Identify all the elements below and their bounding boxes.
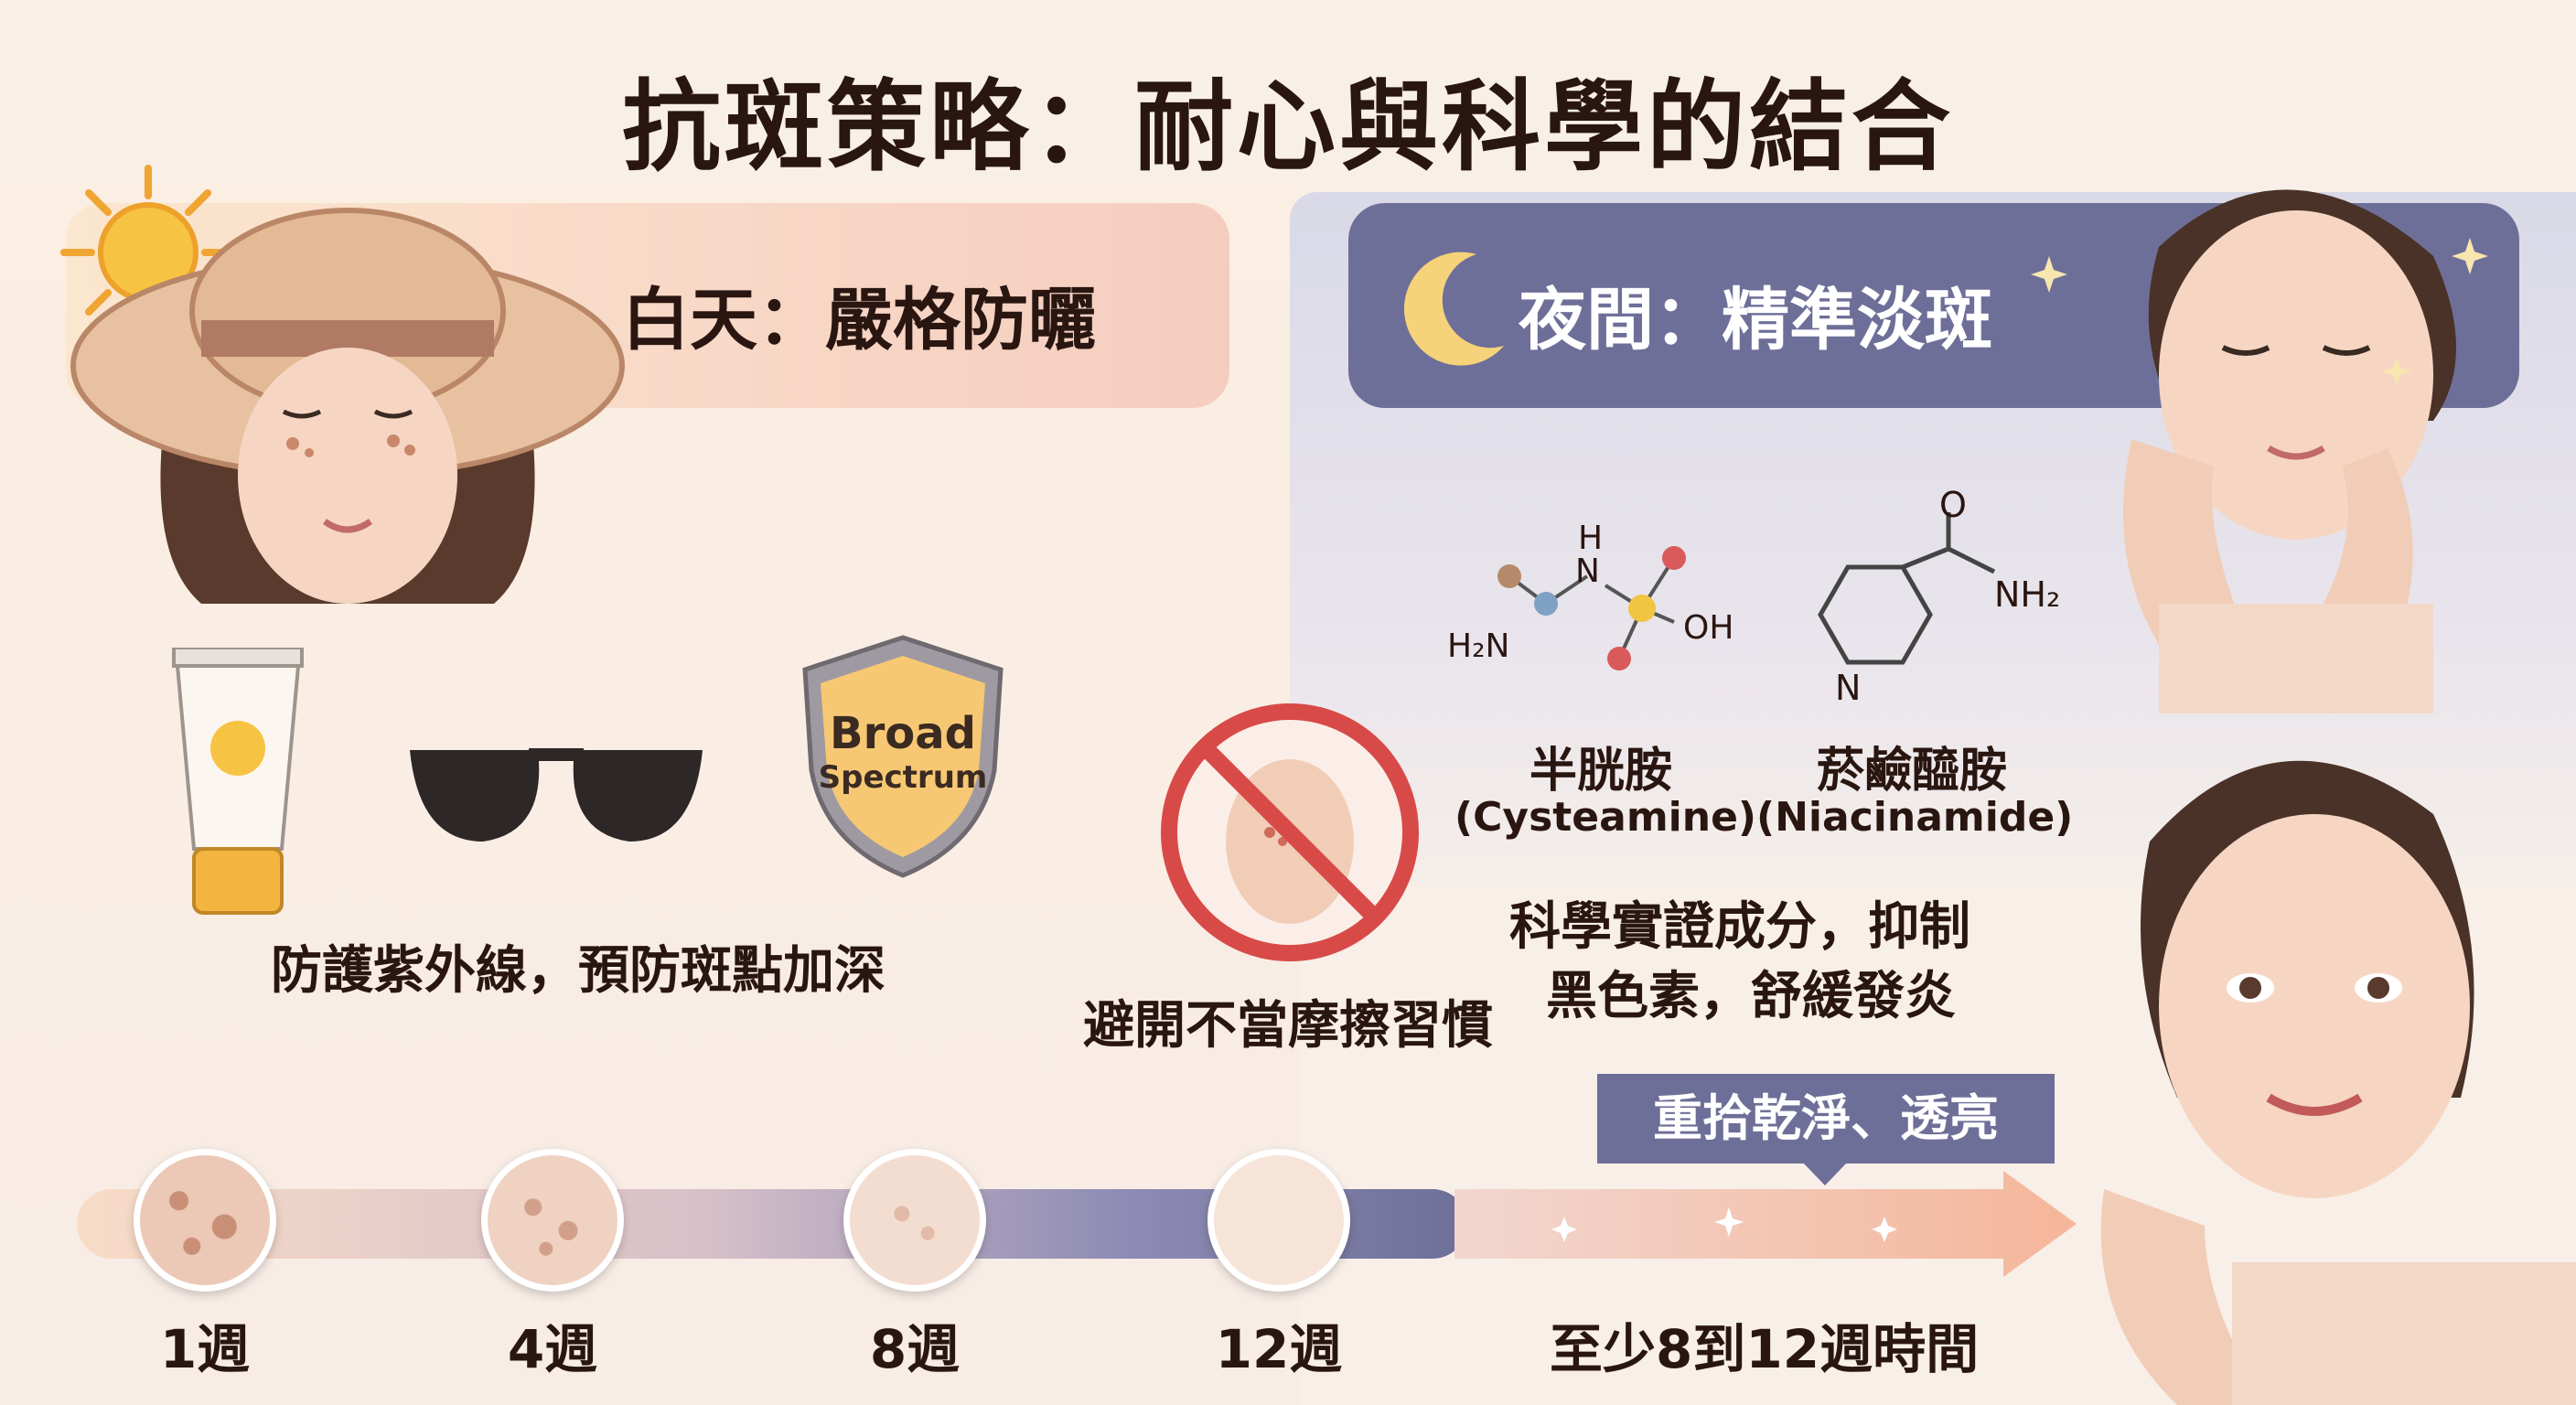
day-caption: 防護紫外線，預防斑點加深 [271, 941, 886, 1001]
skin-stage-1 [134, 1149, 276, 1292]
night-caption-line-2: 黑色素，舒緩發炎 [1546, 967, 1956, 1026]
page-title: 抗斑策略：耐心與科學的結合 [621, 70, 1954, 185]
avoid-caption: 避開不當摩擦習慣 [1083, 996, 1493, 1056]
woman-with-sunhat-illustration [70, 208, 625, 604]
niacinamide-english: (Niacinamide) [1756, 794, 2074, 841]
day-heading: 白天：嚴格防曬 [622, 281, 1096, 359]
night-heading: 夜間：精準淡斑 [1519, 281, 1992, 359]
niacinamide-atom-o: O [1939, 485, 1967, 525]
sunglasses-icon [410, 748, 703, 842]
niacinamide-name: 菸鹼醯胺 [1816, 744, 2007, 799]
niacinamide-atom-nh2: NH₂ [1994, 574, 2061, 615]
cysteamine-structure-icon [1497, 546, 1686, 670]
cysteamine-atom-oh: OH [1683, 609, 1734, 647]
timeline-arrow [1454, 1171, 2077, 1277]
cysteamine-atom-h: H [1578, 520, 1604, 557]
skin-stage-2 [481, 1149, 624, 1292]
niacinamide-atom-n: N [1835, 668, 1862, 708]
skin-stage-4 [1208, 1149, 1350, 1292]
cysteamine-atom-n: N [1575, 552, 1600, 590]
skin-stage-3 [843, 1149, 986, 1292]
timeline-summary: 至少8到12週時間 [1550, 1318, 1980, 1380]
cysteamine-name: 半胱胺 [1529, 744, 1672, 799]
sunscreen-tube-icon [172, 648, 304, 915]
timeline-week-4: 4週 [507, 1318, 598, 1380]
night-caption-line-1: 科學實證成分，抑制 [1509, 897, 1970, 957]
timeline-week-8: 8週 [869, 1318, 961, 1380]
woman-clear-skin-illustration [2100, 760, 2576, 1405]
broad-spectrum-shield: Broad Spectrum [798, 633, 1008, 880]
cysteamine-atom-h2n: H₂N [1447, 627, 1510, 665]
timeline-week-1: 1週 [159, 1318, 251, 1380]
moon-icon [1403, 252, 1504, 366]
shield-icon [802, 635, 1004, 878]
result-bubble: 重拾乾淨、透亮 [1597, 1074, 2055, 1164]
sparkle-icon [2031, 238, 2488, 386]
cysteamine-english: (Cysteamine) [1454, 794, 1757, 841]
woman-applying-cream-illustration [2123, 189, 2456, 713]
shield-text-broad: Broad [830, 708, 976, 759]
sun-icon [60, 165, 236, 340]
no-touching-icon [1161, 703, 1419, 961]
timeline-week-12: 12週 [1215, 1318, 1343, 1380]
bubble-pointer [1802, 1162, 1848, 1185]
shield-text-spectrum: Spectrum [818, 759, 988, 796]
niacinamide-structure-icon [1818, 512, 1996, 665]
